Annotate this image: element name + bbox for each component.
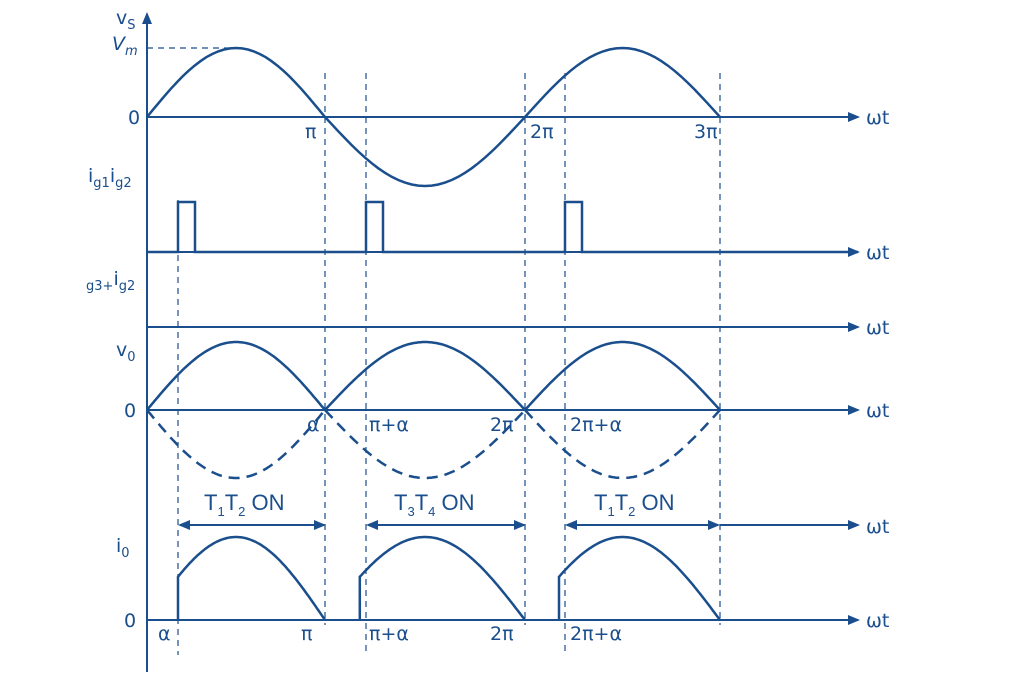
io-tick-pi: π [301, 623, 312, 645]
interval-1-label: T1T2 ON [204, 490, 285, 519]
io-tick-2pi-alpha: 2π+α [570, 623, 622, 645]
ig12-panel: ig1ig2 ωt [88, 165, 889, 264]
vo-tick-2pi-alpha: 2π+α [570, 414, 622, 436]
vs-tick-pi: π [305, 121, 316, 143]
vs-ylabel: vS [116, 7, 136, 33]
vo-zero-label: 0 [124, 400, 136, 422]
vs-peak-label: Vm [112, 33, 138, 59]
io-ylabel: i0 [116, 535, 130, 561]
io-axis-end-label-bottom: ωt [866, 610, 889, 632]
vs-tick-2pi: 2π [530, 121, 554, 143]
vs-zero-label: 0 [128, 107, 140, 129]
vs-axis-end-label: ωt [866, 107, 889, 129]
vs-tick-3pi: 3π [694, 121, 718, 143]
io-panel: i0 0 α π π+α 2π 2π+α ωt ωt T1T2 ON T3T4 … [116, 490, 889, 645]
gate-pulse-train [147, 200, 858, 254]
ig34-panel: g3+ig2 ωt [86, 268, 889, 339]
ig12-ylabel: ig1ig2 [88, 165, 132, 191]
vs-panel: vS Vm 0 π 2π 3π ωt [112, 7, 889, 188]
vo-ylabel: v0 [116, 339, 136, 365]
vo-axis-end-label: ωt [866, 400, 889, 422]
io-axis-end-label: ωt [866, 516, 889, 538]
io-tick-alpha: α [158, 623, 171, 645]
vo-tick-2pi: 2π [490, 414, 514, 436]
vo-tick-pi-alpha: π+α [369, 414, 409, 436]
vo-output-voltage-curve [146, 340, 721, 411]
vo-panel: v0 0 α π+α 2π 2π+α ωt [116, 339, 889, 480]
io-tick-pi-alpha: π+α [369, 623, 409, 645]
vo-reference-dashed-curve [146, 409, 721, 480]
io-output-current-curve [176, 535, 721, 621]
vertical-guide-lines [177, 73, 721, 655]
interval-2-label: T3T4 ON [394, 490, 475, 519]
ig34-axis-end-label: ωt [866, 317, 889, 339]
ig34-ylabel: g3+ig2 [86, 268, 135, 294]
io-zero-label: 0 [124, 610, 136, 632]
io-tick-2pi: 2π [490, 623, 514, 645]
interval-3-label: T1T2 ON [594, 490, 675, 519]
vs-sine-curve [146, 46, 721, 188]
ig12-axis-end-label: ωt [866, 242, 889, 264]
